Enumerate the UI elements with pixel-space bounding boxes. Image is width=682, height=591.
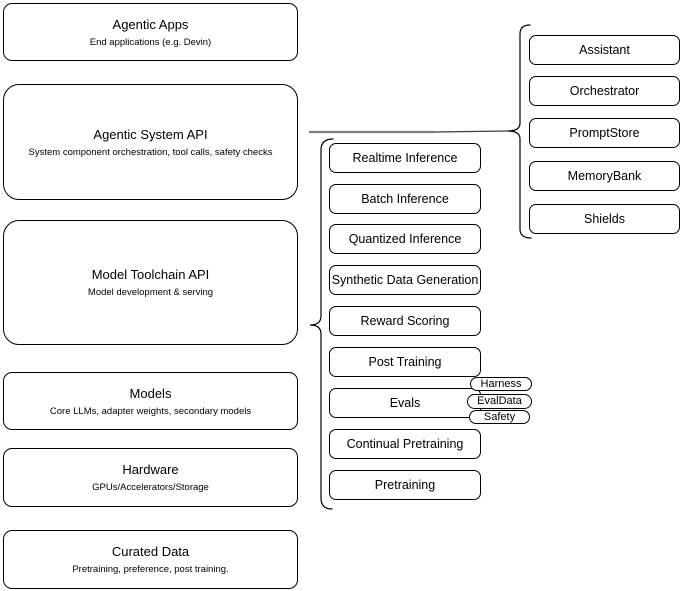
eval-tag-evaldata: EvalData [467, 394, 532, 409]
component-node-assistant: Assistant [529, 35, 680, 65]
node-title: Agentic System API [93, 126, 208, 142]
node-subtitle: Core LLMs, adapter weights, secondary mo… [49, 405, 252, 417]
toolchain-node-pretraining: Pretraining [329, 470, 481, 500]
component-node-shields: Shields [529, 204, 680, 234]
node-subtitle: System component orchestration, tool cal… [28, 146, 273, 158]
node-model-toolchain-api: Model Toolchain API Model development & … [3, 220, 298, 345]
eval-tag-safety: Safety [469, 410, 530, 424]
node-title: Models [129, 385, 172, 401]
node-subtitle: GPUs/Accelerators/Storage [92, 482, 209, 493]
toolchain-node-batch-inference: Batch Inference [329, 184, 481, 214]
node-subtitle: Pretraining, preference, post training. [72, 564, 229, 575]
component-node-memorybank: MemoryBank [529, 161, 680, 191]
node-title: Agentic Apps [112, 16, 189, 32]
toolchain-node-evals: Evals [329, 388, 481, 418]
toolchain-node-reward-scoring: Reward Scoring [329, 306, 481, 336]
node-title: Curated Data [111, 544, 190, 559]
components-curly-brace-icon [507, 24, 532, 239]
node-title: Model Toolchain API [91, 267, 210, 282]
node-subtitle: End applications (e.g. Devin) [89, 36, 212, 48]
component-node-orchestrator: Orchestrator [529, 76, 680, 106]
api-to-components-connector-line-thin [433, 130, 509, 133]
toolchain-node-continual-pretraining: Continual Pretraining [329, 429, 481, 459]
node-hardware: Hardware GPUs/Accelerators/Storage [3, 448, 298, 507]
node-subtitle: Model development & serving [87, 287, 214, 298]
node-agentic-system-api: Agentic System API System component orch… [3, 84, 298, 200]
toolchain-node-quantized-inference: Quantized Inference [329, 224, 481, 254]
toolchain-node-post-training: Post Training [329, 347, 481, 377]
node-title: Hardware [122, 462, 179, 477]
node-models: Models Core LLMs, adapter weights, secon… [3, 372, 298, 430]
toolchain-node-realtime-inference: Realtime Inference [329, 143, 481, 173]
eval-tag-harness: Harness [470, 377, 532, 391]
toolchain-node-synthetic-data-generation: Synthetic Data Generation [329, 265, 481, 295]
node-curated-data: Curated Data Pretraining, preference, po… [3, 530, 298, 589]
component-node-promptstore: PromptStore [529, 118, 680, 148]
node-agentic-apps: Agentic Apps End applications (e.g. Devi… [3, 3, 298, 61]
